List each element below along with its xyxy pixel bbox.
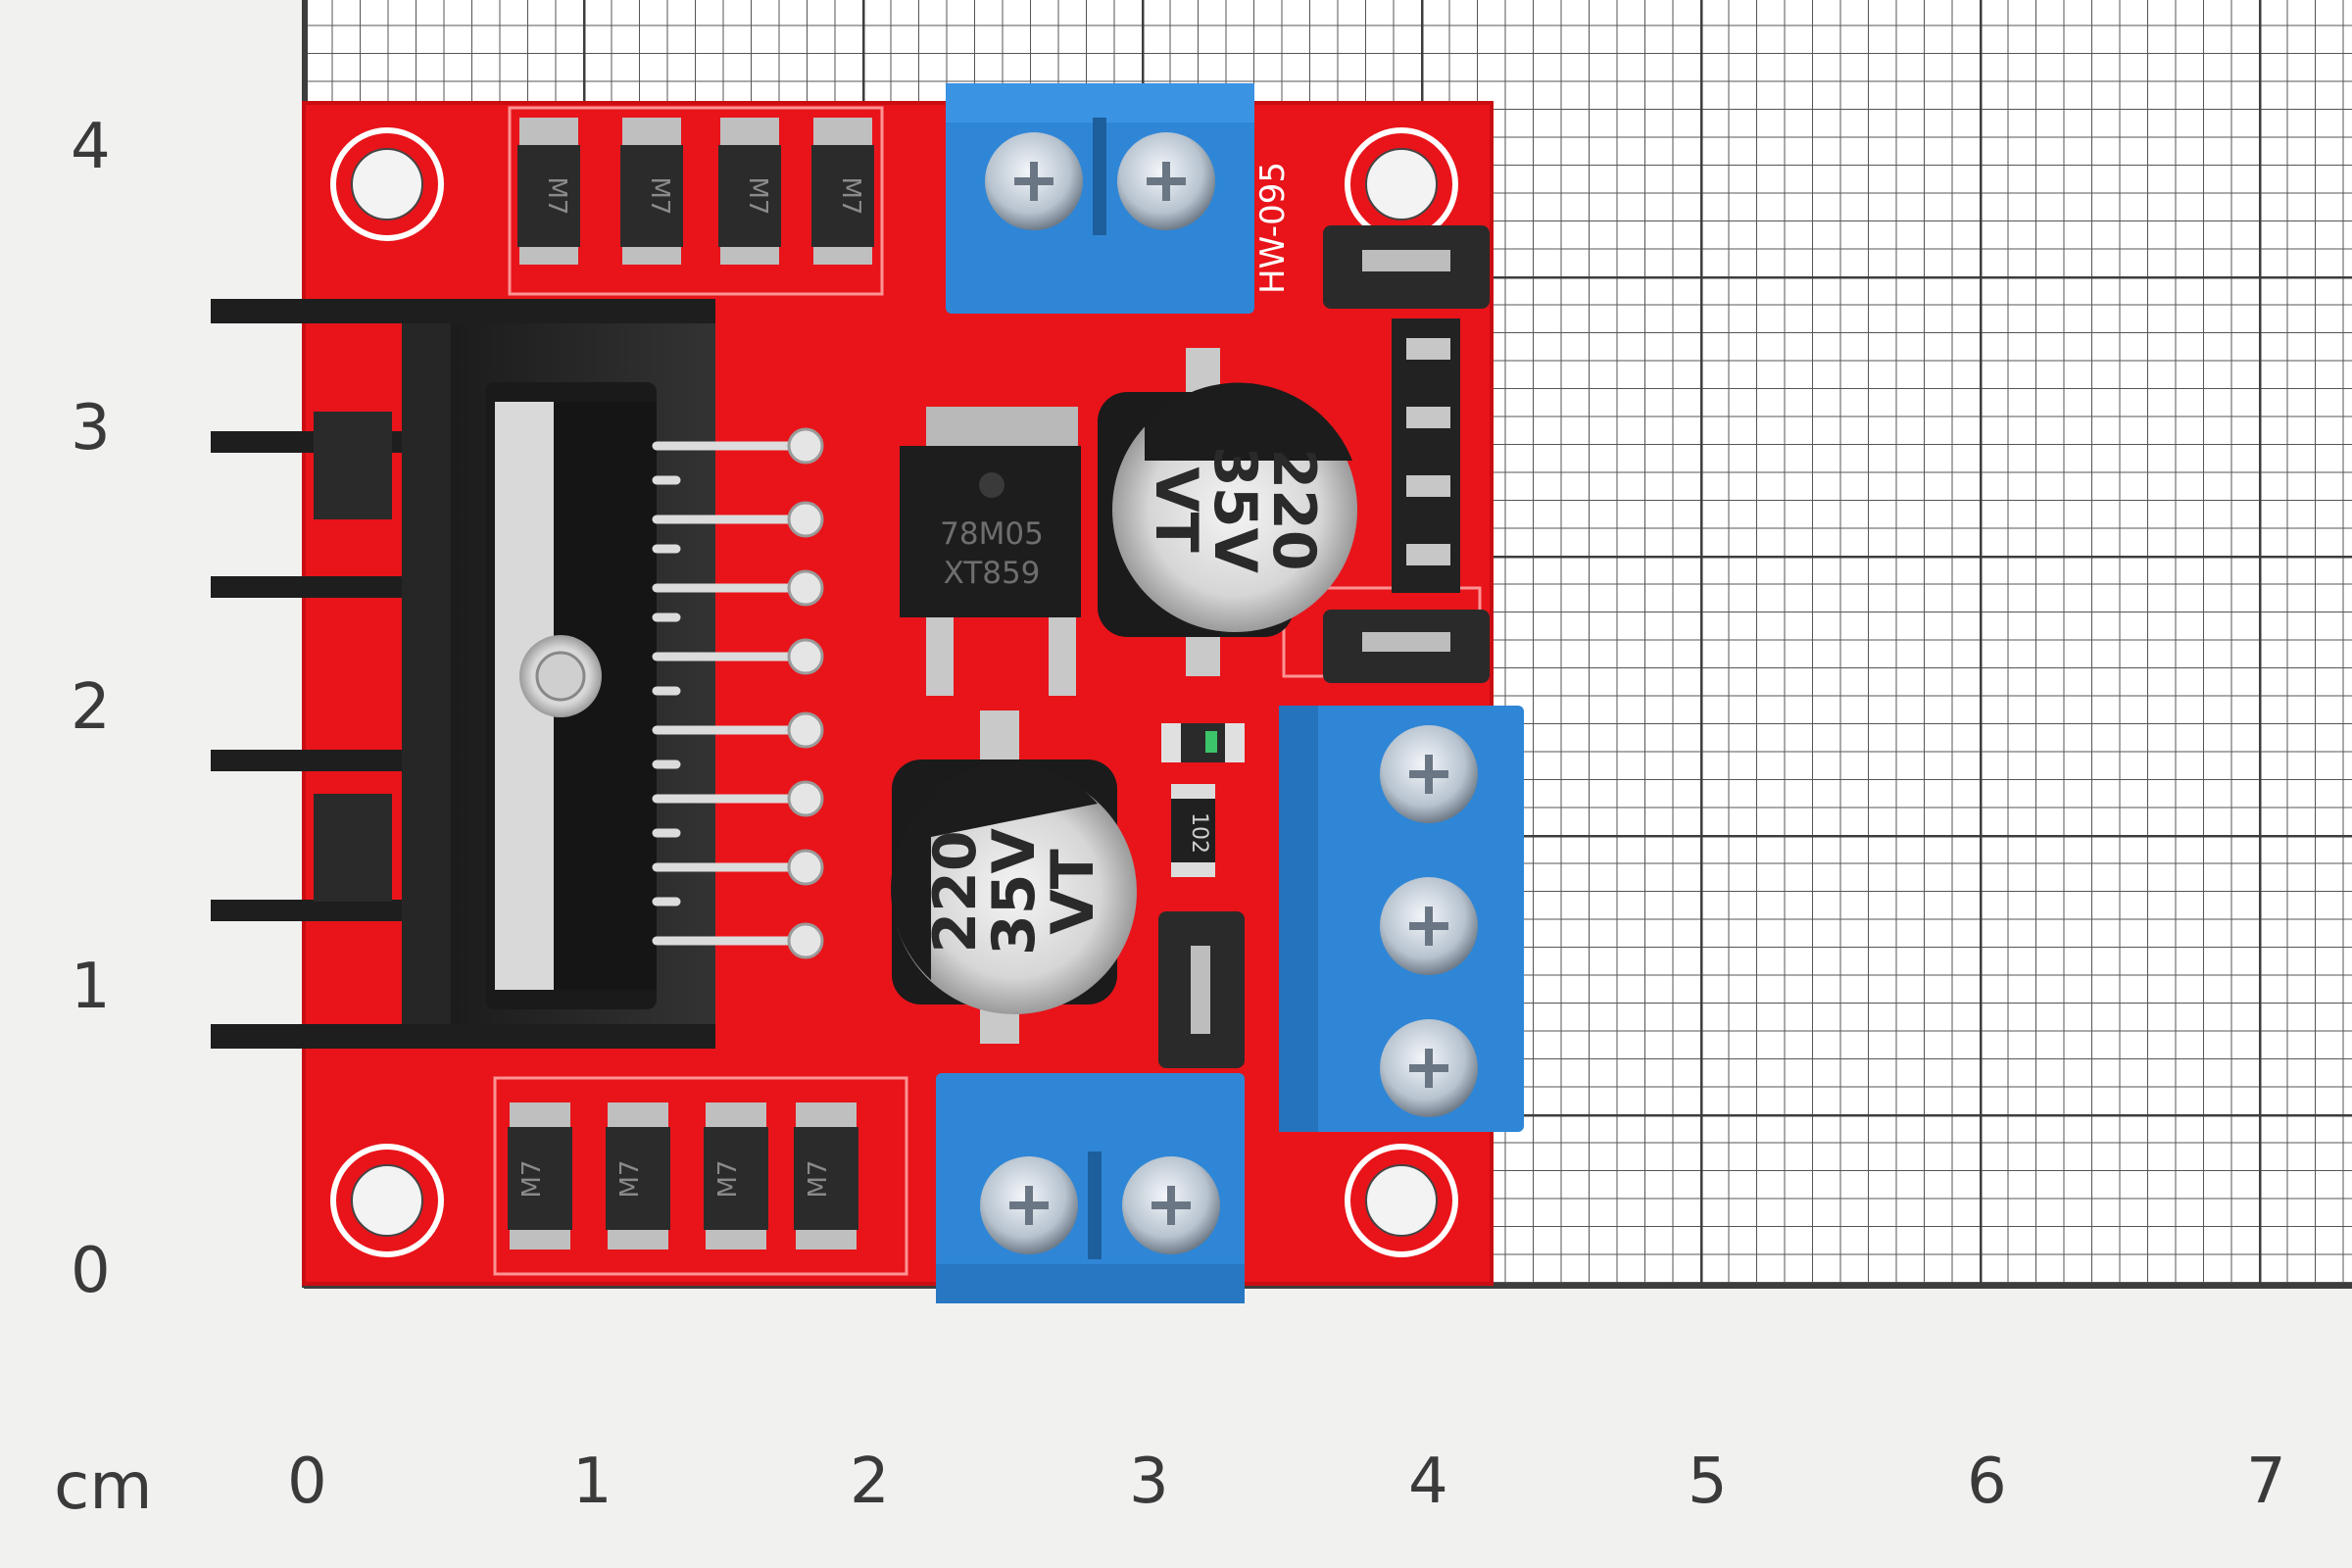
jumper-bottom bbox=[1158, 911, 1245, 1068]
jumper-top bbox=[1323, 225, 1490, 309]
y-tick-2: 2 bbox=[71, 671, 111, 744]
x-tick-3: 3 bbox=[1129, 1446, 1169, 1518]
capacitor-2: 220 35V VT bbox=[891, 710, 1137, 1044]
terminal-block-bottom bbox=[936, 1073, 1245, 1303]
terminal-block-top bbox=[946, 83, 1254, 314]
diode-marking: M7 bbox=[517, 1160, 547, 1199]
x-tick-2: 2 bbox=[850, 1446, 890, 1518]
jumper-middle bbox=[1323, 610, 1490, 683]
x-tick-0: 0 bbox=[287, 1446, 327, 1518]
regulator-marking-2: XT859 bbox=[944, 556, 1041, 591]
diode-marking: M7 bbox=[645, 177, 674, 216]
resistor: 102 bbox=[1171, 784, 1215, 877]
capacitor-1: 220 35V VT bbox=[1098, 348, 1357, 676]
diode-marking: M7 bbox=[743, 177, 772, 216]
terminal-block-right bbox=[1279, 706, 1524, 1132]
voltage-regulator: 78M05 XT859 bbox=[900, 407, 1081, 696]
x-tick-5: 5 bbox=[1688, 1446, 1728, 1518]
x-tick-4: 4 bbox=[1408, 1446, 1448, 1518]
diode-marking: M7 bbox=[836, 177, 865, 216]
input-header bbox=[1392, 318, 1460, 593]
diode-marking: M7 bbox=[615, 1160, 645, 1199]
x-tick-6: 6 bbox=[1967, 1446, 2007, 1518]
cap-text-value: 220 bbox=[921, 830, 990, 953]
cap-text-value: 220 bbox=[1259, 448, 1328, 570]
chip-pins bbox=[652, 441, 808, 946]
y-tick-0: 0 bbox=[71, 1235, 111, 1307]
heatsink bbox=[211, 299, 715, 1049]
cap-text-brand: VT bbox=[1039, 849, 1107, 934]
y-tick-1: 1 bbox=[71, 951, 111, 1023]
led bbox=[1161, 723, 1245, 762]
x-tick-1: 1 bbox=[572, 1446, 612, 1518]
regulator-marking-1: 78M05 bbox=[940, 516, 1044, 552]
pin-pads bbox=[787, 427, 824, 959]
diode-marking: M7 bbox=[713, 1160, 743, 1199]
unit-label: cm bbox=[54, 1448, 153, 1524]
board-model-label: HW-095 bbox=[1253, 162, 1293, 294]
y-tick-3: 3 bbox=[71, 392, 111, 465]
x-tick-7: 7 bbox=[2246, 1446, 2286, 1518]
resistor-marking: 102 bbox=[1187, 812, 1211, 854]
cap-text-voltage: 35V bbox=[980, 827, 1049, 955]
diode-row-bottom: M7 M7 M7 M7 bbox=[508, 1102, 858, 1250]
cap-text-brand: VT bbox=[1142, 466, 1210, 552]
diode-row-top: M7 M7 M7 M7 bbox=[517, 118, 874, 265]
cap-text-voltage: 35V bbox=[1200, 446, 1269, 573]
diode-marking: M7 bbox=[804, 1160, 833, 1199]
diode-marking: M7 bbox=[542, 177, 571, 216]
y-tick-4: 4 bbox=[71, 111, 111, 183]
